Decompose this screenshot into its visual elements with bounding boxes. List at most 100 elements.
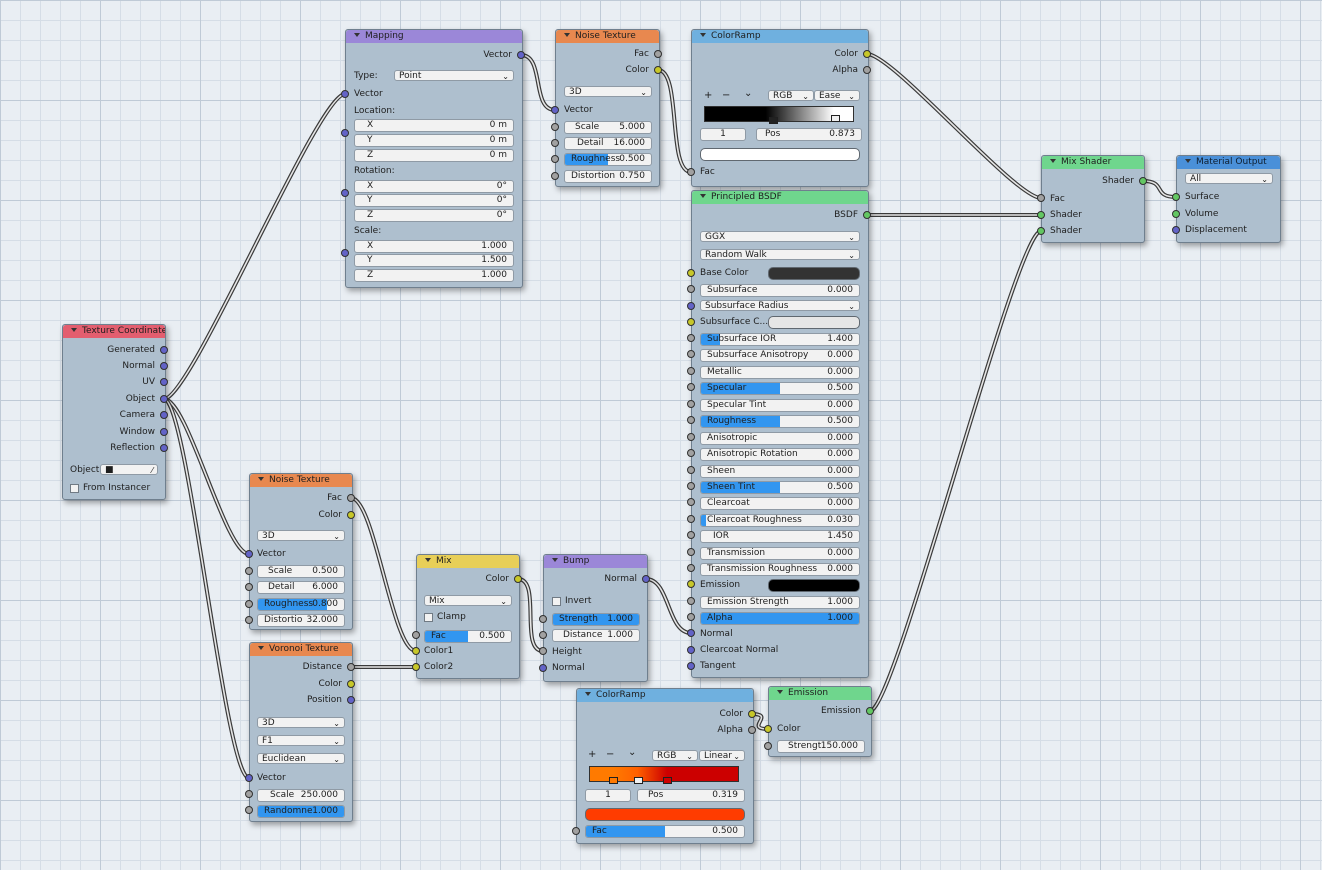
socket-output-surface-in[interactable]: [1172, 193, 1180, 201]
voronoi-texture-node[interactable]: Voronoi Texture Distance Color Position …: [249, 642, 353, 822]
principled-bsdf-node[interactable]: Principled BSDF BSDF GGX⌄ Random Walk⌄ B…: [691, 190, 869, 678]
socket-noise1-distortion-in[interactable]: [551, 172, 559, 180]
socket-bsdf-tangent-in[interactable]: [687, 662, 695, 670]
invert-checkbox[interactable]: [552, 597, 561, 606]
dimensions-select[interactable]: 3D⌄: [564, 86, 652, 97]
blend-mode-select[interactable]: Mix⌄: [424, 595, 512, 606]
mix-shader-header[interactable]: Mix Shader: [1042, 156, 1144, 169]
socket-emission-out[interactable]: [866, 707, 874, 715]
socket-bsdf-ccnormal-in[interactable]: [687, 646, 695, 654]
socket-noise1-color-out[interactable]: [654, 66, 662, 74]
socket-bsdf-emission-in[interactable]: [687, 580, 695, 588]
collapse-icon[interactable]: [258, 477, 264, 481]
material-output-header[interactable]: Material Output: [1177, 156, 1280, 169]
distance-metric-select[interactable]: Euclidean⌄: [257, 753, 345, 764]
collapse-icon[interactable]: [71, 328, 77, 332]
socket-ramp2-color-out[interactable]: [748, 710, 756, 718]
socket-bump-normal-out[interactable]: [642, 575, 650, 583]
emission-header[interactable]: Emission: [769, 687, 871, 700]
interpolation-select[interactable]: Ease⌄: [814, 90, 860, 101]
link-0[interactable]: [163, 93, 346, 400]
socket-bsdf-basecolor-in[interactable]: [687, 269, 695, 277]
link-7[interactable]: [1142, 180, 1177, 198]
stop-color-swatch[interactable]: [585, 808, 745, 821]
socket-mapping-vector-out[interactable]: [517, 51, 525, 59]
link-2[interactable]: [163, 398, 250, 779]
voronoi-texture-header[interactable]: Voronoi Texture: [250, 643, 352, 656]
mapping-node[interactable]: Mapping Vector Type: Point⌄ Vector Locat…: [345, 29, 523, 288]
socket-noise1-detail-in[interactable]: [551, 139, 559, 147]
socket-bsdf-out[interactable]: [863, 211, 871, 219]
collapse-icon[interactable]: [354, 33, 360, 37]
socket-emission-strength-in[interactable]: [764, 742, 772, 750]
colorramp-header[interactable]: ColorRamp: [577, 689, 753, 702]
socket-bsdf-spectint-in[interactable]: [687, 400, 695, 408]
subsurface-method-select[interactable]: Random Walk⌄: [700, 249, 860, 260]
noise-texture-header[interactable]: Noise Texture: [556, 30, 659, 43]
type-select[interactable]: Point⌄: [394, 70, 514, 81]
socket-voronoi-color-out[interactable]: [347, 680, 355, 688]
socket-mapping-scale-in[interactable]: [341, 249, 349, 257]
socket-mapping-rotation-in[interactable]: [341, 189, 349, 197]
color-mode-select[interactable]: RGB⌄: [768, 90, 814, 101]
color-stop[interactable]: [663, 777, 672, 784]
socket-mix-color-out[interactable]: [514, 575, 522, 583]
socket-ramp1-alpha-out[interactable]: [863, 66, 871, 74]
link-12[interactable]: [645, 578, 692, 634]
mix-shader-node[interactable]: Mix Shader Shader Fac Shader Shader: [1041, 155, 1145, 243]
clamp-checkbox[interactable]: [424, 613, 433, 622]
socket-tc-uv-out[interactable]: [160, 378, 168, 386]
color-stop[interactable]: [769, 117, 778, 124]
distribution-select[interactable]: GGX⌄: [700, 231, 860, 242]
socket-bsdf-clearcoat-in[interactable]: [687, 498, 695, 506]
minus-icon[interactable]: −: [606, 749, 615, 760]
socket-bsdf-emstrength-in[interactable]: [687, 597, 695, 605]
socket-bsdf-roughness-in[interactable]: [687, 416, 695, 424]
socket-voronoi-random-in[interactable]: [245, 806, 253, 814]
socket-tc-normal-out[interactable]: [160, 362, 168, 370]
noise-texture-node[interactable]: Noise Texture Fac Color 3D⌄ Vector Scale…: [249, 473, 353, 630]
texture-coordinate-node[interactable]: Texture Coordinate Generated Normal UV O…: [62, 324, 166, 500]
socket-noise2-scale-in[interactable]: [245, 567, 253, 575]
socket-bsdf-sheentint-in[interactable]: [687, 482, 695, 490]
link-8[interactable]: [869, 230, 1042, 712]
color-stop-active[interactable]: [634, 777, 643, 784]
socket-noise1-roughness-in[interactable]: [551, 155, 559, 163]
bump-header[interactable]: Bump: [544, 555, 647, 568]
stop-index-field[interactable]: 1: [585, 789, 631, 802]
stop-color-swatch[interactable]: [700, 148, 860, 161]
socket-bsdf-trans-in[interactable]: [687, 548, 695, 556]
socket-bsdf-aniso-in[interactable]: [687, 433, 695, 441]
socket-output-displacement-in[interactable]: [1172, 226, 1180, 234]
dimensions-select[interactable]: 3D⌄: [257, 530, 345, 541]
socket-mapping-vector-in[interactable]: [341, 90, 349, 98]
link-1[interactable]: [163, 398, 250, 555]
socket-noise2-vector-in[interactable]: [245, 550, 253, 558]
socket-mapping-location-in[interactable]: [341, 129, 349, 137]
socket-output-volume-in[interactable]: [1172, 210, 1180, 218]
